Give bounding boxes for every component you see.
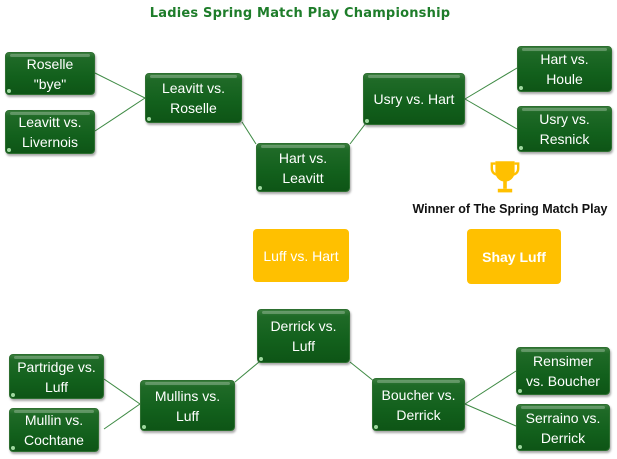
match-usry-resnick[interactable]: Usry vs. Resnick (517, 106, 612, 152)
winner-name[interactable]: Shay Luff (467, 229, 561, 284)
match-leavitt-livernois[interactable]: Leavitt vs. Livernois (5, 110, 95, 154)
connector (103, 403, 141, 430)
match-hart-leavitt[interactable]: Hart vs. Leavitt (256, 143, 350, 192)
connector (464, 403, 517, 427)
match-serraino-derrick[interactable]: Serraino vs. Derrick (516, 404, 610, 451)
match-leavitt-roselle[interactable]: Leavitt vs. Roselle (145, 73, 242, 123)
connector (464, 370, 517, 405)
match-usry-hart[interactable]: Usry vs. Hart (363, 73, 465, 125)
connector (464, 98, 518, 130)
match-mullin-cochtane[interactable]: Mullin vs. Cochtane (9, 408, 99, 452)
connector (234, 361, 260, 383)
bracket-title: Ladies Spring Match Play Championship (149, 6, 451, 21)
trophy-icon (490, 161, 520, 193)
match-roselle-bye[interactable]: Roselle "bye" (5, 52, 95, 95)
final-match[interactable]: Luff vs. Hart (253, 229, 349, 282)
connector (349, 361, 376, 383)
winner-label: Winner of The Spring Match Play (412, 202, 608, 216)
match-partridge-luff[interactable]: Partridge vs. Luff (9, 354, 104, 399)
match-derrick-luff[interactable]: Derrick vs. Luff (257, 309, 350, 363)
match-hart-houle[interactable]: Hart vs. Houle (517, 46, 612, 92)
connector (349, 122, 367, 145)
match-boucher-derrick[interactable]: Boucher vs. Derrick (372, 378, 465, 431)
connector (94, 97, 146, 132)
match-rensimer-boucher[interactable]: Rensimer vs. Boucher (516, 347, 610, 395)
connector (94, 72, 146, 99)
match-mullins-luff[interactable]: Mullins vs. Luff (140, 380, 235, 431)
connector (464, 67, 518, 100)
connector (103, 378, 141, 405)
connector (241, 121, 257, 145)
